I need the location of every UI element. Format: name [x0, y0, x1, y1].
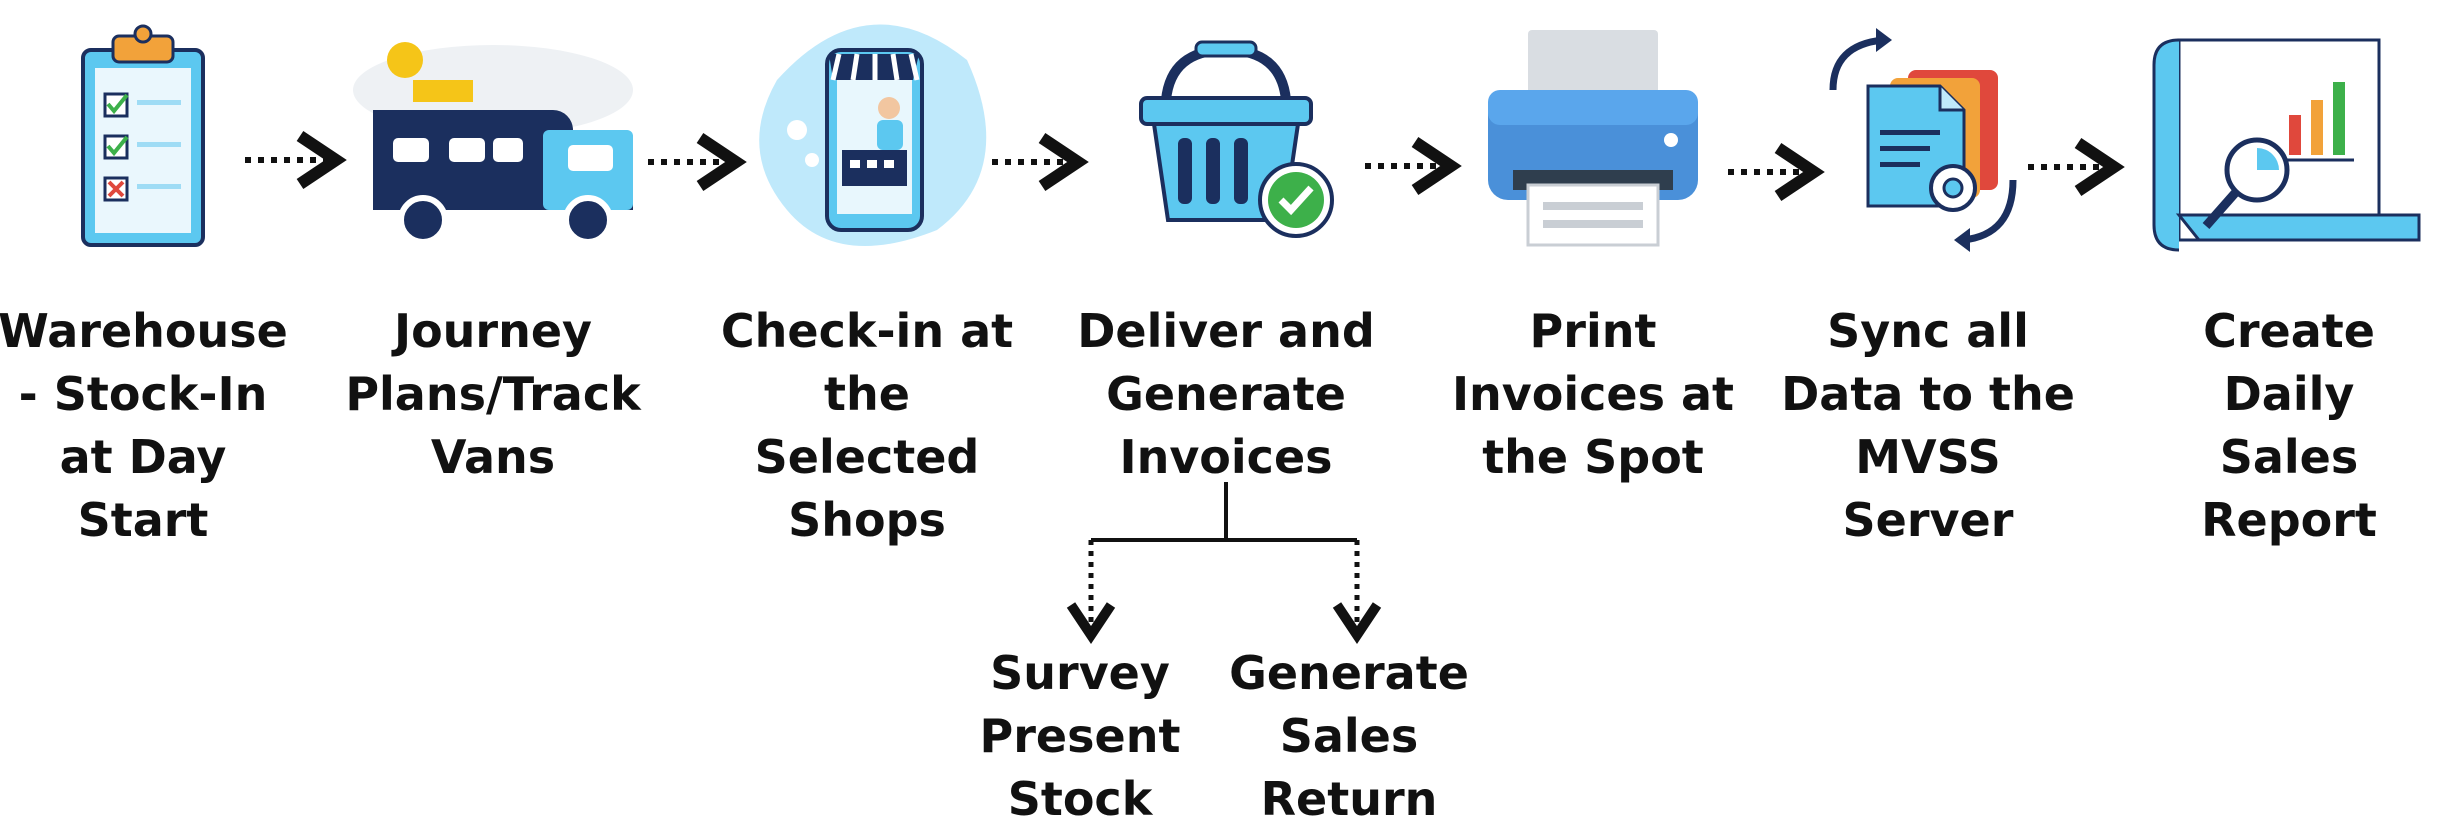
- step-print-invoices: Print Invoices at the Spot: [1443, 0, 1743, 560]
- step-check-in-shops: Check-in at the Selected Shops: [717, 0, 1017, 560]
- step-label: Warehouse - Stock-In at Day Start: [0, 304, 288, 547]
- step-label: Print Invoices at the Spot: [1451, 304, 1735, 484]
- step-label: Create Daily Sales Report: [2201, 304, 2377, 547]
- sync-documents-icon: [1778, 20, 2078, 260]
- branch-label-survey-present-stock: Survey Present Stock: [979, 646, 1181, 826]
- branch-label-generate-sales-return: Generate Sales Return: [1229, 646, 1469, 826]
- clipboard-checklist-icon: [0, 20, 293, 260]
- step-label: Sync all Data to the MVSS Server: [1781, 304, 2075, 547]
- printer-icon: [1443, 20, 1743, 260]
- step-label: Deliver and Generate Invoices: [1077, 304, 1375, 484]
- step-journey-plans: Journey Plans/Track Vans: [343, 0, 643, 560]
- delivery-van-icon: [343, 20, 643, 260]
- step-daily-sales-report: Create Daily Sales Report: [2139, 0, 2439, 560]
- sales-report-icon: [2139, 20, 2439, 260]
- step-label: Journey Plans/Track Vans: [345, 304, 641, 484]
- step-warehouse-stock-in: Warehouse - Stock-In at Day Start: [0, 0, 293, 560]
- basket-check-icon: [1076, 20, 1376, 260]
- shop-phone-icon: [717, 20, 1017, 260]
- step-deliver-invoices: Deliver and Generate Invoices: [1076, 0, 1376, 560]
- step-sync-data: Sync all Data to the MVSS Server: [1778, 0, 2078, 560]
- step-label: Check-in at the Selected Shops: [720, 304, 1014, 547]
